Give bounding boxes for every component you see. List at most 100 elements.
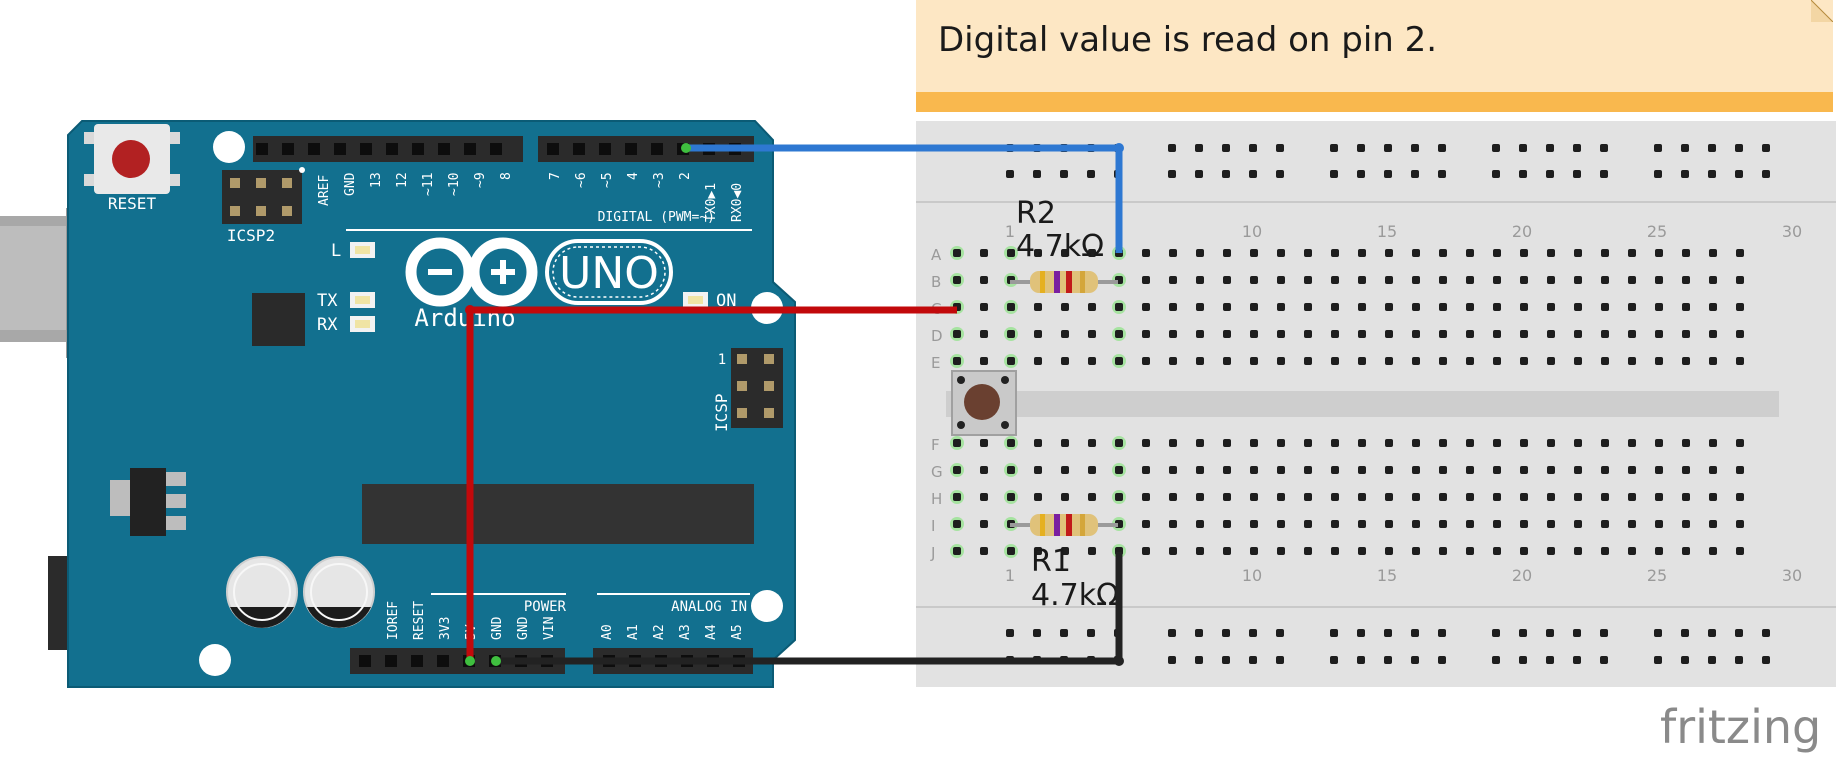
breadboard-hole <box>1466 276 1474 284</box>
breadboard-hole <box>1412 547 1420 555</box>
breadboard-hole <box>1304 276 1312 284</box>
breadboard-hole <box>1709 439 1717 447</box>
breadboard-hole <box>1169 466 1177 474</box>
breadboard-hole <box>1115 330 1123 338</box>
breadboard-hole <box>1493 439 1501 447</box>
breadboard-hole <box>1466 547 1474 555</box>
breadboard-hole <box>1196 439 1204 447</box>
rail-hole <box>1060 629 1068 637</box>
resistor-r1[interactable] <box>1010 514 1118 536</box>
pin-socket <box>359 655 371 667</box>
col-num-20-bottom: 20 <box>1512 566 1532 585</box>
breadboard-hole <box>1007 357 1015 365</box>
breadboard-hole <box>1655 303 1663 311</box>
breadboard-hole <box>1142 493 1150 501</box>
col-num-10: 10 <box>1242 222 1262 241</box>
note-fold-icon <box>1811 0 1833 22</box>
rail-hole <box>1546 656 1554 664</box>
breadboard-hole <box>1358 330 1366 338</box>
breadboard-hole <box>1196 357 1204 365</box>
rail-hole <box>1249 170 1257 178</box>
breadboard-hole <box>1169 249 1177 257</box>
breadboard-hole <box>1493 276 1501 284</box>
rail-hole <box>1492 144 1500 152</box>
breadboard-hole <box>1709 249 1717 257</box>
rail-hole <box>1195 629 1203 637</box>
rail-hole <box>1222 629 1230 637</box>
breadboard-hole <box>1520 493 1528 501</box>
note-text: Digital value is read on pin 2. <box>938 20 1438 60</box>
rail-hole <box>1222 170 1230 178</box>
breadboard-hole <box>1088 303 1096 311</box>
breadboard-hole <box>1574 303 1582 311</box>
breadboard-hole <box>953 276 961 284</box>
breadboard-hole <box>1385 547 1393 555</box>
rail-hole <box>1222 656 1230 664</box>
rail-hole <box>1600 170 1608 178</box>
breadboard-hole <box>1655 249 1663 257</box>
rail-hole <box>1438 629 1446 637</box>
breadboard-hole <box>1169 520 1177 528</box>
breadboard-hole <box>1466 330 1474 338</box>
icsp-pin1-label: 1 <box>718 352 726 368</box>
pin-socket <box>308 143 320 155</box>
breadboard-hole <box>1574 466 1582 474</box>
breadboard-hole <box>1439 276 1447 284</box>
breadboard-hole <box>1628 357 1636 365</box>
breadboard-hole <box>1250 303 1258 311</box>
row-label-d: D <box>931 327 943 345</box>
row-label-i: I <box>931 517 935 535</box>
rail-hole <box>1708 629 1716 637</box>
breadboard-hole <box>1439 520 1447 528</box>
wires <box>465 143 1124 666</box>
breadboard-hole <box>1007 330 1015 338</box>
breadboard-hole <box>1304 303 1312 311</box>
breadboard-hole <box>1628 276 1636 284</box>
breadboard-hole <box>1547 303 1555 311</box>
rail-hole <box>1573 656 1581 664</box>
led-tx-label: TX <box>317 291 338 311</box>
breadboard-hole <box>1439 303 1447 311</box>
rail-hole <box>1384 170 1392 178</box>
led-rx-label: RX <box>317 315 338 335</box>
usb-chip <box>252 293 305 346</box>
rail-hole <box>1411 629 1419 637</box>
led-on-label: ON <box>716 291 736 311</box>
breadboard-hole <box>1034 466 1042 474</box>
breadboard-hole <box>1709 276 1717 284</box>
breadboard-hole <box>1034 357 1042 365</box>
breadboard-hole <box>1169 439 1177 447</box>
breadboard-hole <box>1196 303 1204 311</box>
breadboard-hole <box>1601 520 1609 528</box>
breadboard-hole <box>1115 303 1123 311</box>
breadboard-hole <box>1736 466 1744 474</box>
breadboard-hole <box>1331 547 1339 555</box>
breadboard-hole <box>1034 439 1042 447</box>
breadboard-hole <box>1736 357 1744 365</box>
breadboard-hole <box>1655 493 1663 501</box>
breadboard-hole <box>1331 303 1339 311</box>
rail-hole <box>1492 170 1500 178</box>
breadboard-hole <box>1142 330 1150 338</box>
breadboard-hole <box>1358 276 1366 284</box>
pushbutton[interactable] <box>951 370 1017 436</box>
pin-label-a2: A2 <box>652 624 667 640</box>
breadboard-hole <box>1547 249 1555 257</box>
power-rail-holes <box>1006 144 1770 664</box>
breadboard-hole <box>1547 276 1555 284</box>
breadboard-hole <box>1304 520 1312 528</box>
led-l <box>350 242 375 258</box>
column-numbers-top: 1 10 15 20 25 30 <box>1005 222 1802 241</box>
breadboard-hole <box>1385 520 1393 528</box>
breadboard-hole <box>1520 547 1528 555</box>
rail-hole <box>1681 629 1689 637</box>
pin-socket <box>412 143 424 155</box>
reset-button[interactable] <box>84 124 180 194</box>
rail-hole <box>1519 144 1527 152</box>
breadboard-hole <box>1142 276 1150 284</box>
arduino-logo-icon <box>405 237 673 307</box>
resistor-r2[interactable] <box>1010 271 1118 293</box>
breadboard-hole <box>1385 466 1393 474</box>
breadboard-hole <box>1358 493 1366 501</box>
